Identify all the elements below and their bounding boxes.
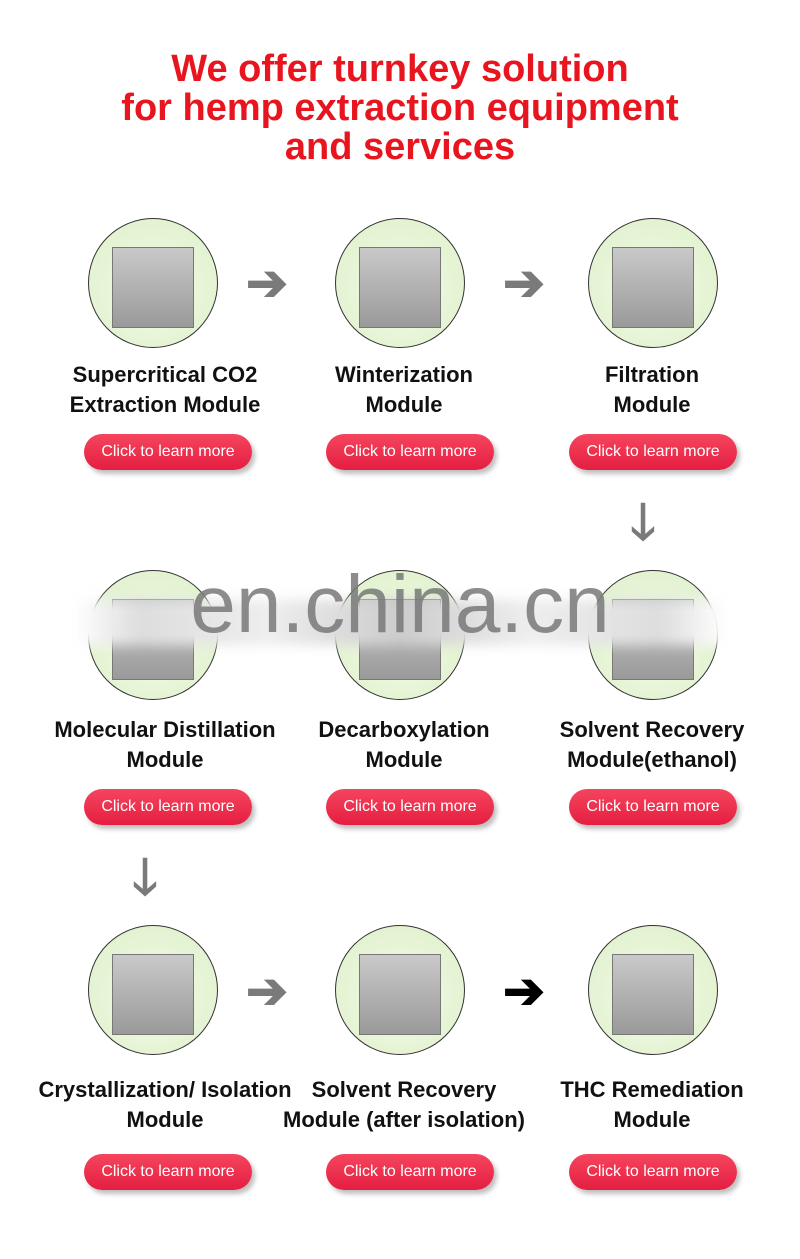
module-title: Supercritical CO2 Extraction Module: [30, 360, 300, 420]
headline-line: and services: [284, 126, 516, 168]
module-title-line: Module: [365, 392, 443, 417]
equipment-image: [612, 954, 694, 1035]
learn-more-button[interactable]: Click to learn more: [569, 434, 737, 470]
arrow-right-icon: ➔: [503, 963, 545, 1019]
learn-more-button[interactable]: Click to learn more: [84, 789, 252, 825]
module-image[interactable]: [88, 925, 218, 1055]
module-title-line: THC Remediation: [560, 1077, 744, 1102]
arrow-right-icon: ➔: [503, 255, 545, 311]
module-title-line: Filtration: [604, 362, 700, 387]
arrow-down-icon: 🡓: [132, 849, 158, 905]
module-image[interactable]: [88, 218, 218, 348]
module-title-line: Supercritical CO2: [72, 362, 258, 387]
arrow-right-icon: ➔: [246, 255, 288, 311]
learn-more-button[interactable]: Click to learn more: [326, 434, 494, 470]
module-title-line: Extraction Module: [69, 392, 261, 417]
learn-more-button[interactable]: Click to learn more: [569, 789, 737, 825]
module-title-line: Module (after isolation): [283, 1107, 525, 1132]
learn-more-button[interactable]: Click to learn more: [326, 1154, 494, 1190]
watermark-blur-band: [75, 600, 725, 645]
module-title-line: Module: [126, 747, 204, 772]
arrow-right-icon: ➔: [246, 963, 288, 1019]
equipment-image: [612, 247, 694, 328]
module-title: Decarboxylation Module: [269, 715, 539, 775]
learn-more-button[interactable]: Click to learn more: [326, 789, 494, 825]
learn-more-button[interactable]: Click to learn more: [84, 1154, 252, 1190]
equipment-image: [359, 954, 441, 1035]
module-title-line: Winterization: [335, 362, 473, 387]
equipment-image: [359, 247, 441, 328]
module-title-line: Module: [365, 747, 443, 772]
module-title-line: Module: [126, 1107, 204, 1132]
module-title-line: Solvent Recovery: [559, 717, 745, 742]
module-image[interactable]: [335, 218, 465, 348]
equipment-image: [112, 954, 194, 1035]
module-title: Filtration Module: [517, 360, 787, 420]
module-title-line: Solvent Recovery: [311, 1077, 497, 1102]
module-title: Solvent Recovery Module (after isolation…: [269, 1075, 539, 1135]
module-title: Crystallization/ Isolation Module: [30, 1075, 300, 1135]
arrow-down-icon: 🡓: [630, 494, 656, 550]
equipment-image: [112, 247, 194, 328]
module-title: Molecular Distillation Module: [30, 715, 300, 775]
headline-line: for hemp extraction equipment: [121, 87, 679, 129]
module-title-line: Crystallization/ Isolation: [38, 1077, 292, 1102]
module-title-line: Module: [613, 1107, 691, 1132]
module-image[interactable]: [588, 925, 718, 1055]
module-title-line: Decarboxylation: [318, 717, 490, 742]
learn-more-button[interactable]: Click to learn more: [84, 434, 252, 470]
module-title: Solvent Recovery Module(ethanol): [517, 715, 787, 775]
headline: We offer turnkey solution for hemp extra…: [0, 50, 800, 167]
module-image[interactable]: [588, 218, 718, 348]
module-title: Winterization Module: [269, 360, 539, 420]
watermark: en.china.cn: [190, 559, 610, 650]
module-image[interactable]: [335, 925, 465, 1055]
learn-more-button[interactable]: Click to learn more: [569, 1154, 737, 1190]
module-title-line: Molecular Distillation: [54, 717, 276, 742]
module-title-line: Module(ethanol): [567, 747, 737, 772]
module-title-line: Module: [613, 392, 691, 417]
module-title: THC Remediation Module: [517, 1075, 787, 1135]
headline-line: We offer turnkey solution: [171, 48, 629, 90]
